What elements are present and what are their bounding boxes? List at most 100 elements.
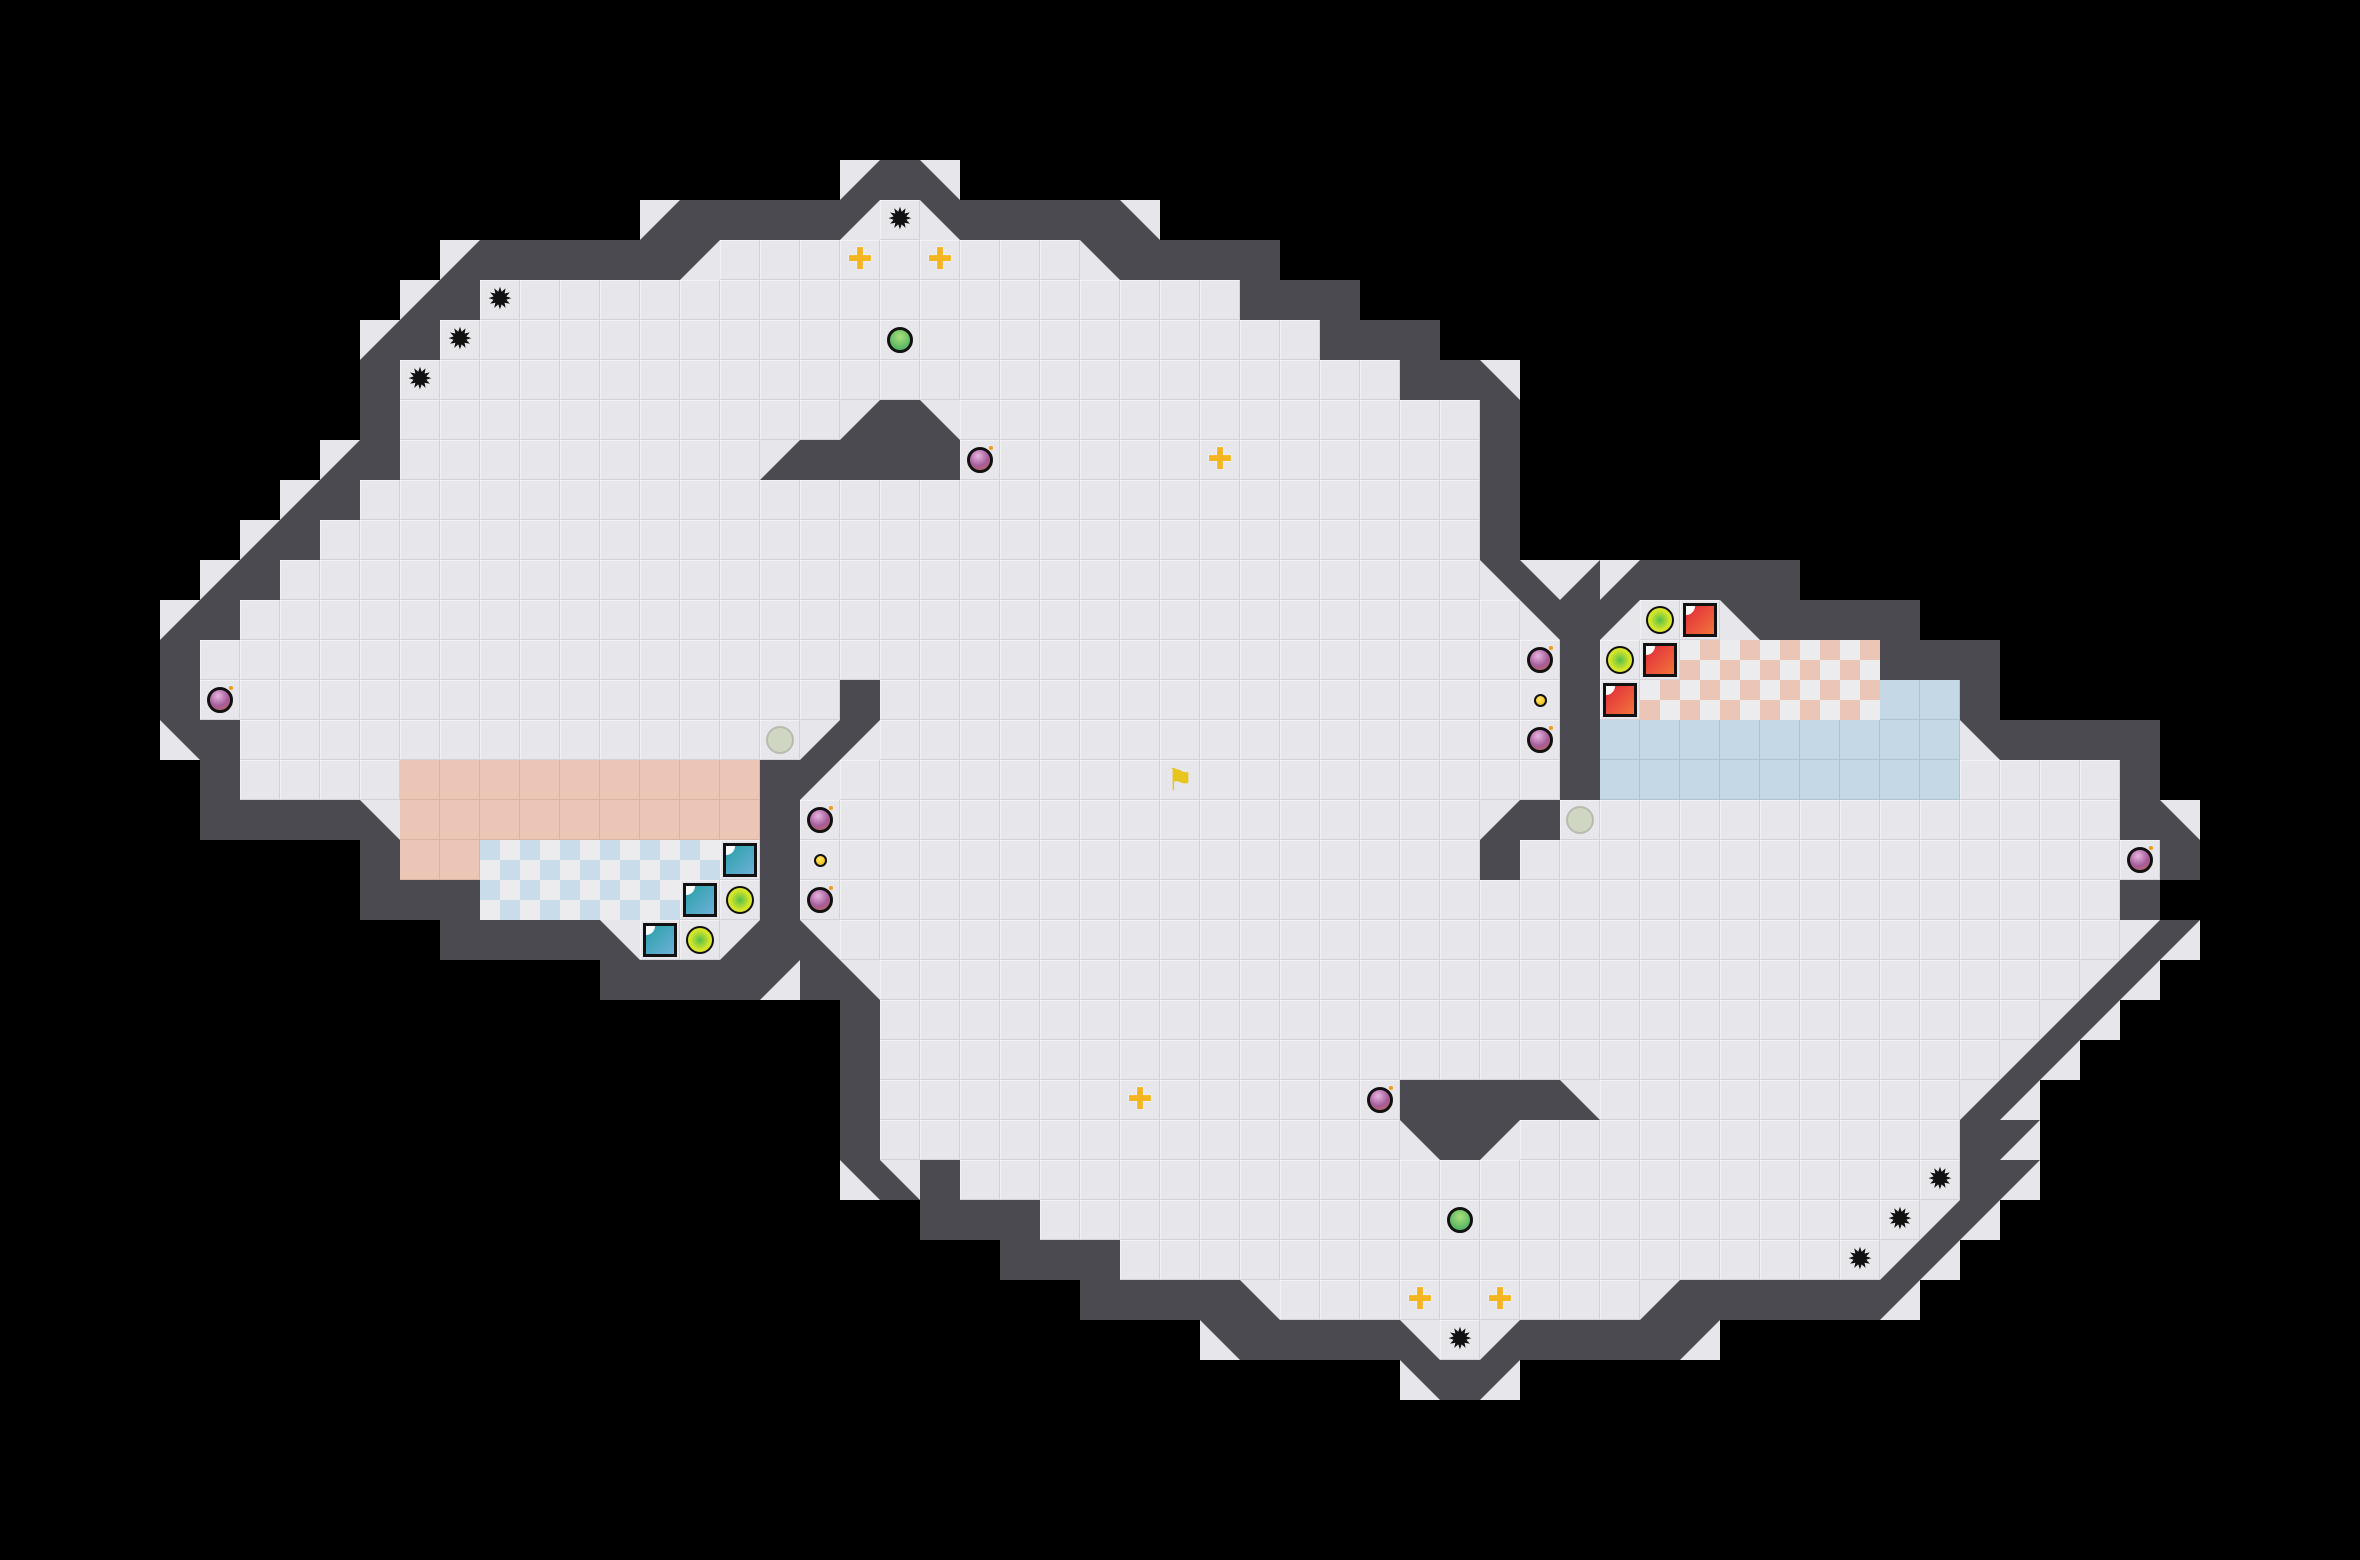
floor-tile: [1640, 1160, 1680, 1200]
floor-tile: [1560, 840, 1600, 880]
red-zone-tile: [720, 760, 760, 800]
floor-tile: [2080, 880, 2120, 920]
floor-tile: [1320, 840, 1360, 880]
floor-tile: [1280, 480, 1320, 520]
wall-segment: [920, 400, 960, 440]
wall-segment: [1120, 200, 1160, 240]
diagonal-wall-tile: [160, 720, 200, 760]
diagonal-wall-tile: [1960, 1200, 2000, 1240]
floor-tile: [1360, 1120, 1400, 1160]
floor-tile: [920, 800, 960, 840]
wall-segment: [840, 400, 880, 440]
portal-glyph: [766, 726, 794, 754]
wall-segment: [1600, 600, 1640, 640]
floor-tile: [1240, 1200, 1280, 1240]
floor-tile: [1280, 1000, 1320, 1040]
floor-tile: [520, 480, 560, 520]
wall-tile: [1360, 320, 1400, 360]
wall-tile: [1160, 240, 1200, 280]
portal-icon: [1560, 800, 1600, 840]
floor-tile: [560, 600, 600, 640]
floor-tile: [840, 320, 880, 360]
floor-tile: [1760, 1240, 1800, 1280]
wall-tile: [1560, 720, 1600, 760]
floor-tile: [880, 880, 920, 920]
boost-glyph: ✚: [1207, 442, 1233, 477]
bomb-glyph: [807, 806, 833, 833]
floor-tile: [1960, 840, 2000, 880]
wall-tile: [160, 680, 200, 720]
wall-segment: [1480, 1120, 1520, 1160]
floor-tile: [1880, 1120, 1920, 1160]
wall-tile: [960, 200, 1000, 240]
floor-tile: [600, 520, 640, 560]
spike-glyph: ✹: [887, 202, 913, 237]
floor-tile: [1400, 720, 1440, 760]
diagonal-wall-tile: [400, 280, 440, 320]
boost-glyph: ✚: [1487, 1282, 1513, 1317]
bomb-icon: [2120, 840, 2160, 880]
floor-tile: [1000, 600, 1040, 640]
bomb-glyph: [967, 446, 993, 473]
wall-segment: [1600, 560, 1640, 600]
floor-tile: [880, 720, 920, 760]
wall-tile: [760, 800, 800, 840]
floor-tile: [800, 240, 840, 280]
floor-tile: [760, 360, 800, 400]
floor-tile: [1040, 880, 1080, 920]
spike-icon: ✹: [480, 280, 520, 320]
floor-tile: [1080, 560, 1120, 600]
wall-tile: [2040, 720, 2080, 760]
floor-tile: [1440, 880, 1480, 920]
floor-tile: [520, 440, 560, 480]
floor-tile: [720, 240, 760, 280]
floor-tile: [440, 640, 480, 680]
floor-tile: [720, 320, 760, 360]
floor-tile: [1400, 800, 1440, 840]
floor-tile: [360, 600, 400, 640]
diagonal-wall-tile: [320, 440, 360, 480]
floor-tile: [960, 760, 1000, 800]
floor-tile: [800, 480, 840, 520]
wall-tile: [920, 1160, 960, 1200]
floor-tile: [760, 640, 800, 680]
floor-tile: [1800, 1200, 1840, 1240]
wall-tile: [840, 1000, 880, 1040]
floor-tile: [1360, 920, 1400, 960]
floor-tile: [1000, 280, 1040, 320]
floor-tile: [640, 560, 680, 600]
wall-segment: [1480, 1360, 1520, 1400]
diagonal-wall-tile: [440, 240, 480, 280]
floor-tile: [1840, 1120, 1880, 1160]
floor-tile: [1800, 1000, 1840, 1040]
floor-tile: [2040, 920, 2080, 960]
floor-tile: [1800, 1040, 1840, 1080]
floor-tile: [1040, 720, 1080, 760]
wall-tile: [1560, 640, 1600, 680]
blue-checker-tile: [480, 840, 520, 880]
floor-tile: [1280, 800, 1320, 840]
wall-tile: [1560, 760, 1600, 800]
wall-tile: [1680, 1280, 1720, 1320]
floor-tile: [880, 640, 920, 680]
wall-tile: [1000, 1240, 1040, 1280]
blue-checker-tile: [640, 840, 680, 880]
button-glyph: [726, 886, 754, 914]
floor-tile: [1760, 1200, 1800, 1240]
floor-tile: [1440, 920, 1480, 960]
floor-tile: [1000, 400, 1040, 440]
diagonal-wall-tile: [2080, 1000, 2120, 1040]
floor-tile: [1240, 680, 1280, 720]
floor-tile: [1520, 760, 1560, 800]
floor-tile: [1840, 1240, 1880, 1280]
floor-tile: [1000, 1080, 1040, 1120]
wall-tile: [1960, 680, 2000, 720]
floor-tile: [1160, 1080, 1200, 1120]
diagonal-wall-tile: [640, 200, 680, 240]
wall-tile: [2120, 800, 2160, 840]
wall-segment: [2080, 1000, 2120, 1040]
wall-tile: [1160, 1280, 1200, 1320]
floor-tile: [1240, 840, 1280, 880]
floor-tile: [1120, 1080, 1160, 1120]
blue-zone-tile: [1600, 720, 1640, 760]
